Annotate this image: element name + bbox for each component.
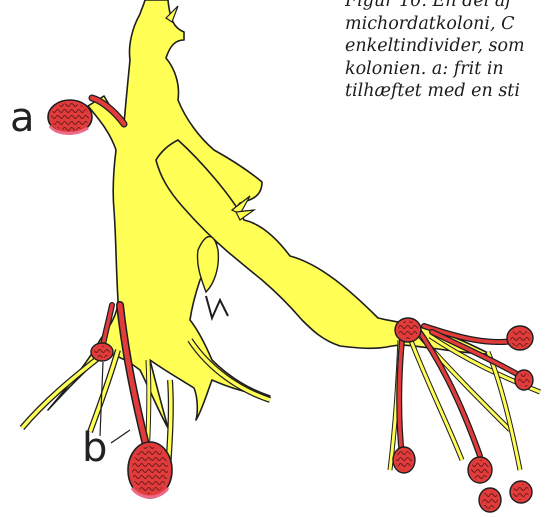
label-b: b [82, 428, 107, 468]
zooid-attached-small [91, 343, 113, 361]
label-a: a [10, 98, 35, 138]
colony-branch [156, 140, 540, 470]
zooid-free [48, 100, 92, 134]
zooid-attached-large [128, 442, 172, 498]
